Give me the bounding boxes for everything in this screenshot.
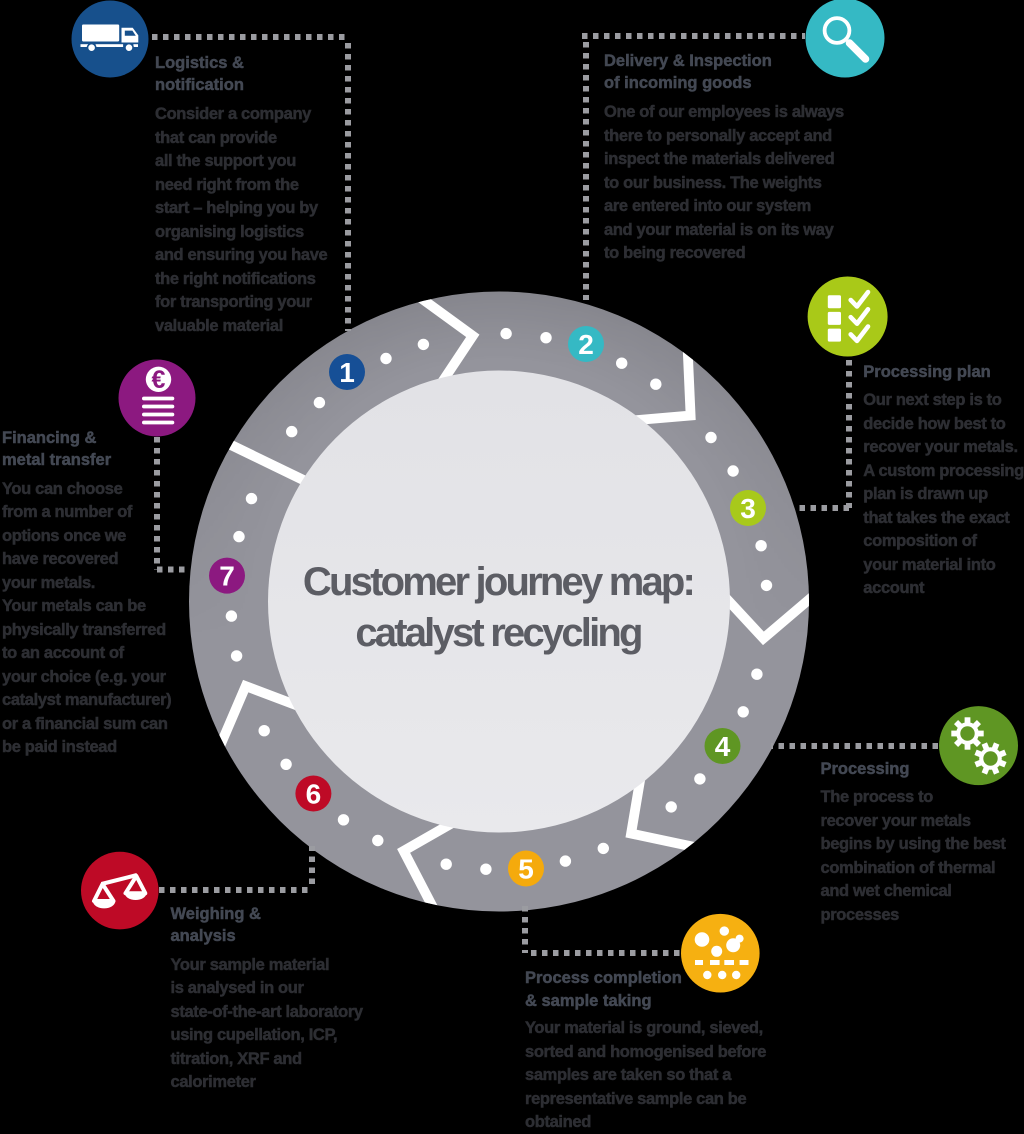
svg-text:€: € xyxy=(152,366,166,394)
svg-text:3: 3 xyxy=(740,493,756,524)
svg-text:4: 4 xyxy=(715,731,731,762)
svg-text:6: 6 xyxy=(306,778,322,809)
svg-text:2: 2 xyxy=(578,329,594,360)
svg-text:7: 7 xyxy=(219,560,235,591)
svg-text:5: 5 xyxy=(518,853,534,884)
svg-text:1: 1 xyxy=(339,357,355,388)
